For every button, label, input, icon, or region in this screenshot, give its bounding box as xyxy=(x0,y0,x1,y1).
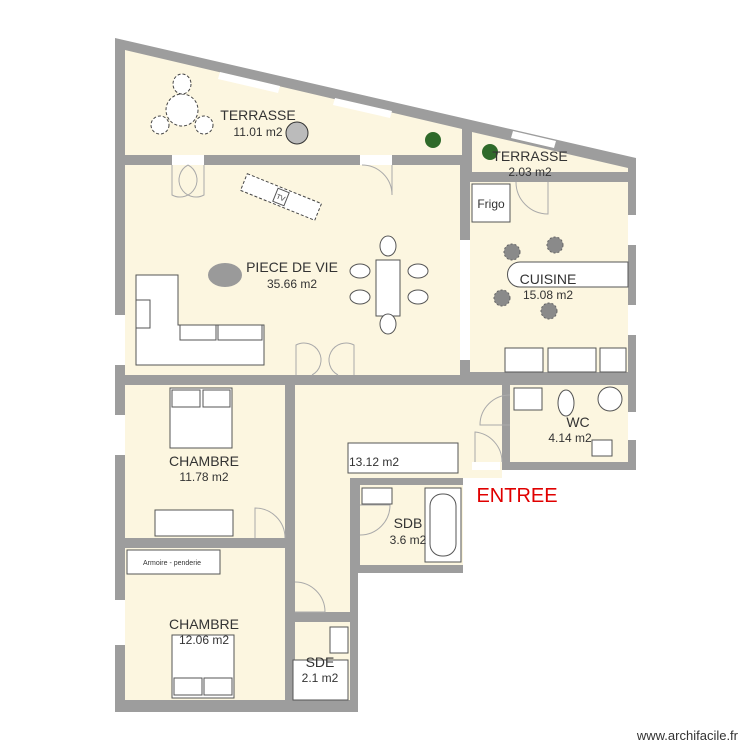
svg-text:11.78 m2: 11.78 m2 xyxy=(179,470,228,484)
svg-text:CHAMBRE: CHAMBRE xyxy=(169,616,239,632)
plant-icon xyxy=(425,132,441,148)
sofa xyxy=(135,274,265,366)
svg-text:SDE: SDE xyxy=(306,654,335,670)
svg-text:WC: WC xyxy=(566,414,589,430)
svg-text:PIECE DE VIE: PIECE DE VIE xyxy=(246,259,338,275)
bed-1 xyxy=(169,387,233,449)
room-terrasse-small xyxy=(472,132,628,172)
svg-text:Armoire - penderie: Armoire - penderie xyxy=(143,560,201,567)
svg-text:2.1 m2: 2.1 m2 xyxy=(302,671,339,685)
svg-text:TERRASSE: TERRASSE xyxy=(220,107,295,123)
svg-text:2.03 m2: 2.03 m2 xyxy=(508,165,552,179)
sdb-sink xyxy=(361,487,393,505)
desk xyxy=(154,509,234,537)
plant-icon xyxy=(482,144,498,160)
svg-text:12.06 m2: 12.06 m2 xyxy=(179,633,229,647)
watermark: www.archifacile.fr xyxy=(636,728,739,743)
wc-fixtures xyxy=(513,386,623,457)
svg-text:35.66 m2: 35.66 m2 xyxy=(267,277,317,291)
terrace-table-set xyxy=(150,73,214,135)
tv-unit: TV xyxy=(239,173,323,221)
svg-text:4.14 m2: 4.14 m2 xyxy=(548,431,592,445)
bathtub xyxy=(424,487,462,563)
bed-2 xyxy=(171,634,235,699)
kitchen-island xyxy=(507,261,629,288)
room-hall-corridor xyxy=(295,470,350,612)
doors xyxy=(171,164,549,613)
entrance-label: ENTREE xyxy=(476,485,557,507)
sde-fixtures xyxy=(292,626,349,701)
svg-text:TERRASSE: TERRASSE xyxy=(492,148,567,164)
wardrobe-bedroom: Armoire - penderie xyxy=(126,549,221,575)
svg-text:CUISINE: CUISINE xyxy=(520,271,577,287)
svg-text:3.6 m2: 3.6 m2 xyxy=(390,533,427,547)
room-labels: TERRASSE 11.01 m2 TERRASSE 2.03 m2 PIECE… xyxy=(169,107,592,685)
svg-text:13.12 m2: 13.12 m2 xyxy=(349,455,399,469)
svg-text:11.01 m2: 11.01 m2 xyxy=(233,125,282,139)
kitchen-counter xyxy=(504,347,627,373)
wardrobe-hall xyxy=(347,442,459,474)
svg-text:SDB: SDB xyxy=(394,515,423,531)
barbecue-icon xyxy=(285,121,309,145)
svg-text:15.08 m2: 15.08 m2 xyxy=(523,288,573,302)
svg-text:Frigo: Frigo xyxy=(477,197,505,211)
coffee-table xyxy=(208,263,242,287)
fridge: Frigo xyxy=(471,183,511,223)
svg-text:CHAMBRE: CHAMBRE xyxy=(169,453,239,469)
svg-text:TV: TV xyxy=(275,193,286,203)
kitchen-stools xyxy=(493,236,564,320)
windows xyxy=(115,72,636,645)
dining-table xyxy=(349,235,429,335)
